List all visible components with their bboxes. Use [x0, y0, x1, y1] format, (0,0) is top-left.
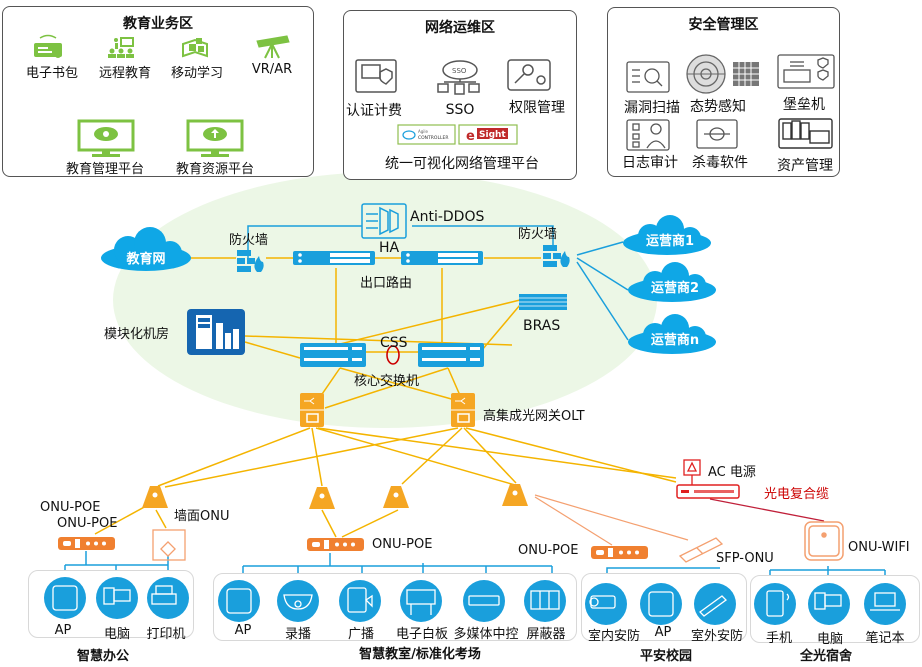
- ha-label: HA: [379, 240, 400, 256]
- pc-icon: [96, 577, 138, 619]
- broadcast-icon: [339, 580, 381, 622]
- hybrid-cable-link: [709, 498, 825, 522]
- ac-power-label: AC 电源: [708, 465, 756, 480]
- device-label: 手机: [765, 631, 793, 646]
- security-item-label: 堡垒机: [783, 97, 825, 113]
- device-label: 广播: [347, 627, 375, 642]
- security-zone-title: 安全管理区: [688, 17, 759, 33]
- fiber-links: [534, 494, 689, 546]
- device-label: AP: [54, 623, 72, 638]
- ops-item-label: 认证计费: [346, 103, 402, 119]
- bras-label: BRAS: [523, 318, 561, 334]
- ap-icon: [44, 577, 86, 619]
- laptop-icon: [864, 583, 906, 625]
- ops-platform-label: 统一可视化网络管理平台: [385, 156, 539, 172]
- olt-label: 高集成光网关OLT: [483, 409, 585, 424]
- education-zone-title: 教育业务区: [123, 16, 193, 32]
- edu-item-label: VR/AR: [251, 62, 293, 77]
- ap-icon: [640, 583, 682, 625]
- onu-poe-label: ONU-POE: [57, 516, 118, 531]
- ops-item-label: SSO: [445, 102, 475, 118]
- pc-icon: [808, 583, 850, 625]
- whiteboard-icon: [400, 580, 442, 622]
- outdoor-camera-icon: [694, 583, 736, 625]
- security-item-label: 杀毒软件: [692, 155, 748, 171]
- multimedia-control-icon: [463, 580, 505, 622]
- device-label: AP: [654, 625, 672, 640]
- edu-item-label: 电子书包: [25, 66, 79, 81]
- wall-onu-label: 墙面ONU: [174, 509, 230, 524]
- hybrid-cable-label: 光电复合缆: [764, 487, 830, 502]
- firewall-left-label: 防火墙: [229, 233, 269, 248]
- core-switch-label: 核心交换机: [354, 374, 420, 389]
- device-label: 电子白板: [395, 627, 449, 642]
- security-item-label: 漏洞扫描: [624, 100, 680, 116]
- edu-platform-label: 教育管理平台: [65, 162, 145, 177]
- indoor-camera-icon: [585, 583, 627, 625]
- egress-router-label: 出口路由: [360, 276, 413, 291]
- device-label: 多媒体中控: [453, 627, 519, 642]
- ops-item-label: 权限管理: [509, 100, 565, 116]
- css-label: CSS: [380, 335, 408, 351]
- signal-jammer-icon: [524, 580, 566, 622]
- security-item-label: 日志审计: [622, 155, 678, 171]
- device-label: AP: [234, 623, 252, 638]
- network-ops-zone-title: 网络运维区: [425, 20, 495, 36]
- device-label: 室外安防: [690, 629, 744, 644]
- onu-poe-label: ONU-POE: [518, 543, 579, 558]
- edu-platform-label: 教育资源平台: [175, 162, 255, 177]
- device-label: 打印机: [146, 627, 186, 642]
- group-title: 智慧办公: [76, 649, 130, 664]
- sfp-onu-label: SFP-ONU: [716, 551, 774, 566]
- group-title: 平安校园: [639, 649, 693, 664]
- device-label: 室内安防: [587, 629, 641, 644]
- phone-icon: [754, 583, 796, 625]
- modular-datacenter-label: 模块化机房: [104, 327, 170, 342]
- device-label: 电脑: [816, 632, 844, 647]
- education-zone: 教育业务区: [2, 6, 314, 177]
- device-label: 笔记本: [865, 631, 905, 646]
- core-area-background: [113, 172, 657, 428]
- onu-poe-label: ONU-POE: [40, 500, 101, 515]
- device-label: 屏蔽器: [526, 627, 566, 642]
- security-item-label: 资产管理: [777, 158, 833, 174]
- group-title: 智慧教室/标准化考场: [359, 647, 481, 662]
- onu-wifi-label: ONU-WIFI: [848, 540, 910, 555]
- anti-ddos-label: Anti-DDOS: [410, 209, 485, 225]
- network-ops-zone: 网络运维区: [343, 10, 577, 180]
- isp-links: [576, 241, 629, 341]
- firewall-right-label: 防火墙: [518, 227, 558, 242]
- smart-classroom-group: [213, 573, 577, 641]
- device-label: 电脑: [103, 627, 131, 642]
- ap-icon: [218, 580, 260, 622]
- security-item-label: 态势感知: [690, 99, 746, 115]
- edu-item-label: 远程教育: [98, 66, 152, 81]
- group-title: 全光宿舍: [799, 649, 853, 664]
- recording-camera-icon: [277, 580, 319, 622]
- device-label: 录播: [284, 627, 312, 642]
- printer-icon: [147, 577, 189, 619]
- onu-poe-label: ONU-POE: [372, 537, 433, 552]
- edu-item-label: 移动学习: [170, 66, 224, 81]
